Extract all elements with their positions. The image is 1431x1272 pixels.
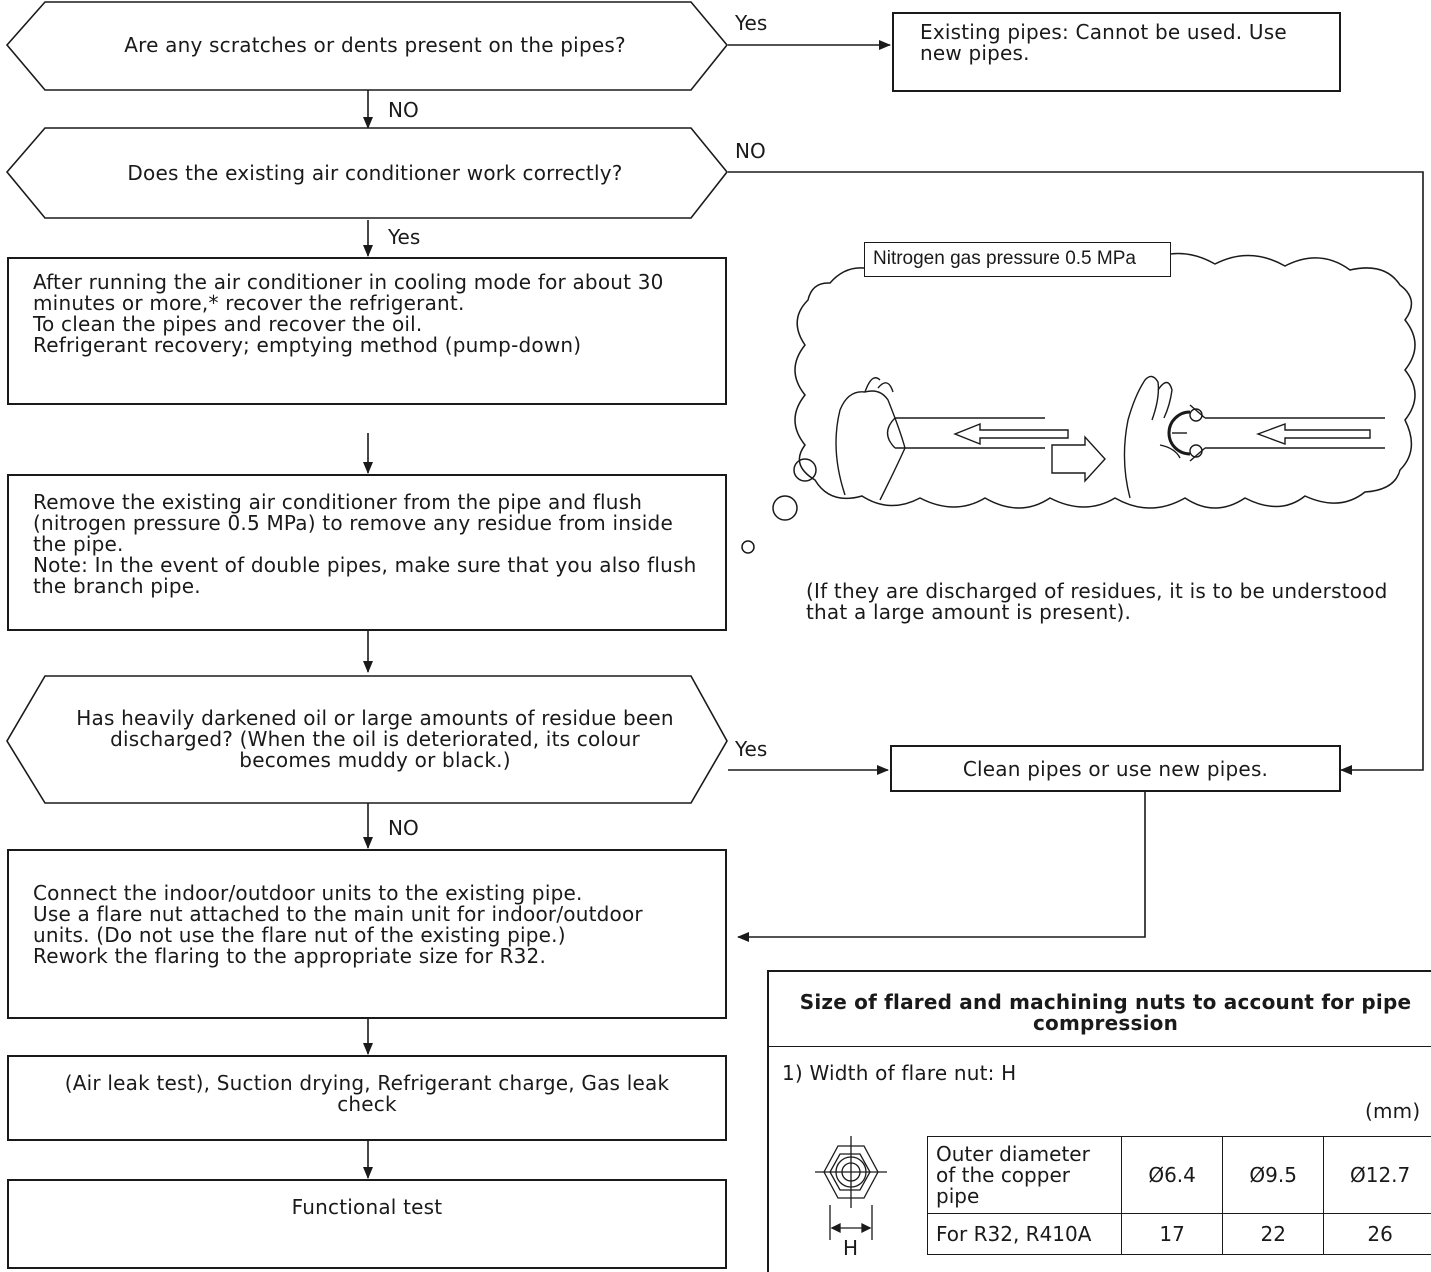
recover-line-2: To clean the pipes and recover the oil. bbox=[33, 314, 701, 335]
recover-line-1: After running the air conditioner in coo… bbox=[33, 272, 701, 314]
new-pipes-text: Existing pipes: Cannot be used. Use new … bbox=[920, 20, 1287, 65]
value-cell: 17 bbox=[1122, 1214, 1223, 1255]
decision-residue-no-label: NO bbox=[388, 817, 419, 839]
connect-line-3: Rework the flaring to the appropriate si… bbox=[33, 946, 701, 967]
nut-size-title: Size of flared and machining nuts to acc… bbox=[783, 992, 1428, 1034]
decision-residue-text: Has heavily darkened oil or large amount… bbox=[70, 708, 680, 771]
flush-line-2: Note: In the event of double pipes, make… bbox=[33, 555, 701, 597]
decision-works-text: Does the existing air conditioner work c… bbox=[60, 163, 690, 184]
flare-nut-table: Outer diameter of the copper pipe Ø6.4 Ø… bbox=[927, 1136, 1431, 1255]
thought-cloud bbox=[742, 252, 1415, 553]
decision-scratches-yes-label: Yes bbox=[735, 12, 767, 34]
value-cell: 22 bbox=[1223, 1214, 1324, 1255]
flush-pipe-box: Remove the existing air conditioner from… bbox=[7, 474, 727, 631]
connect-units-box: Connect the indoor/outdoor units to the … bbox=[7, 849, 727, 1019]
functional-test-box: Functional test bbox=[7, 1179, 727, 1269]
clean-pipes-box: Clean pipes or use new pipes. bbox=[890, 745, 1341, 792]
decision-works-no-label: NO bbox=[735, 140, 766, 162]
decision-residue-yes-label: Yes bbox=[735, 738, 767, 760]
nut-size-subtitle: 1) Width of flare nut: H bbox=[782, 1063, 1016, 1084]
decision-works-yes-label: Yes bbox=[388, 226, 420, 248]
decision-scratches-text: Are any scratches or dents present on th… bbox=[60, 35, 690, 56]
column-header-cell: Ø6.4 bbox=[1122, 1137, 1223, 1214]
nut-unit-label: (mm) bbox=[1365, 1101, 1420, 1122]
nitrogen-pressure-label: Nitrogen gas pressure 0.5 MPa bbox=[864, 242, 1171, 277]
decision-scratches-no-label: NO bbox=[388, 99, 419, 121]
value-cell: 26 bbox=[1324, 1214, 1431, 1255]
new-pipes-box: Existing pipes: Cannot be used. Use new … bbox=[892, 12, 1341, 92]
leak-test-text: (Air leak test), Suction drying, Refrige… bbox=[65, 1071, 669, 1116]
connect-line-1: Connect the indoor/outdoor units to the … bbox=[33, 883, 701, 904]
residue-note: (If they are discharged of residues, it … bbox=[806, 581, 1406, 623]
clean-pipes-text: Clean pipes or use new pipes. bbox=[963, 757, 1268, 781]
column-header-cell: Ø9.5 bbox=[1223, 1137, 1324, 1214]
header-label-cell: Outer diameter of the copper pipe bbox=[928, 1137, 1122, 1214]
pipe-illustration bbox=[836, 376, 1385, 500]
column-header-cell: Ø12.7 bbox=[1324, 1137, 1431, 1214]
nut-title-divider bbox=[767, 1046, 1431, 1047]
functional-test-text: Functional test bbox=[292, 1195, 443, 1219]
table-row: Outer diameter of the copper pipe Ø6.4 Ø… bbox=[928, 1137, 1431, 1214]
flush-line-1: Remove the existing air conditioner from… bbox=[33, 492, 701, 555]
row-label-cell: For R32, R410A bbox=[928, 1214, 1122, 1255]
recover-refrigerant-box: After running the air conditioner in coo… bbox=[7, 257, 727, 405]
nitrogen-pressure-text: Nitrogen gas pressure 0.5 MPa bbox=[873, 248, 1136, 269]
dimension-h-label: H bbox=[843, 1238, 858, 1259]
connect-line-2: Use a flare nut attached to the main uni… bbox=[33, 904, 701, 946]
leak-test-box: (Air leak test), Suction drying, Refrige… bbox=[7, 1055, 727, 1141]
recover-line-3: Refrigerant recovery; emptying method (p… bbox=[33, 335, 701, 356]
table-row: For R32, R410A 17 22 26 bbox=[928, 1214, 1431, 1255]
